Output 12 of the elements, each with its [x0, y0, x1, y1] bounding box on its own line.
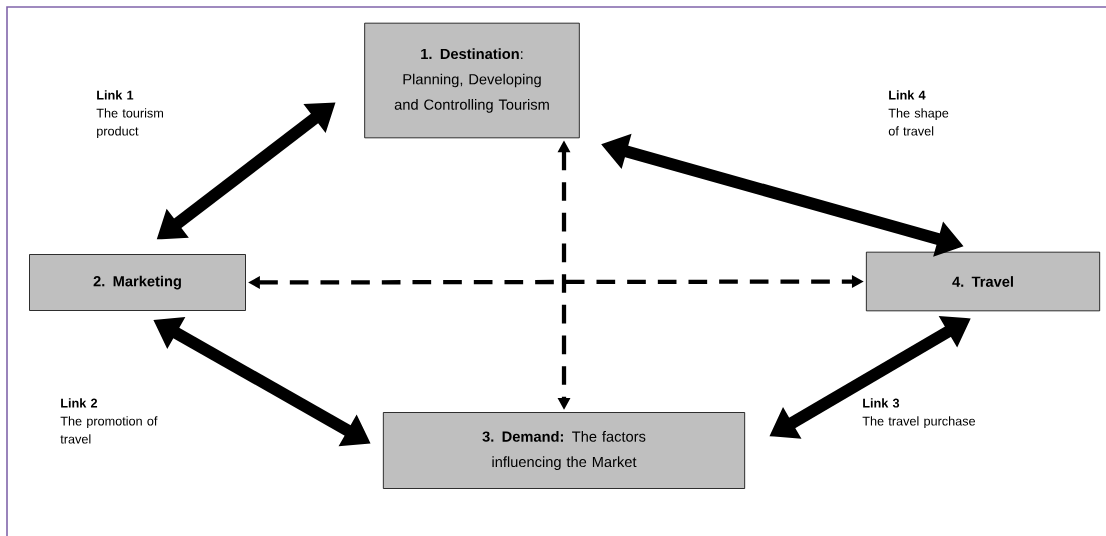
process-box: 2. Marketing — [29, 254, 246, 311]
link-description: The promotion of travel — [60, 416, 158, 444]
link-label: Link 1 — [97, 90, 134, 100]
process-box: 3. Demand: The factors influencing the Market — [382, 412, 746, 489]
link-label: Link 4 — [889, 90, 926, 100]
process-box: 4. Travel — [865, 251, 1101, 312]
link-description: The shape of travel — [888, 108, 949, 136]
link-label: Link 3 — [863, 398, 900, 408]
link-description: The travel purchase — [862, 416, 976, 429]
link-label: Link 2 — [61, 398, 98, 408]
process-box: 1. Destination: Planning, Developing and Controlling Tourism — [364, 22, 580, 139]
link-description: The tourism product — [96, 108, 163, 139]
